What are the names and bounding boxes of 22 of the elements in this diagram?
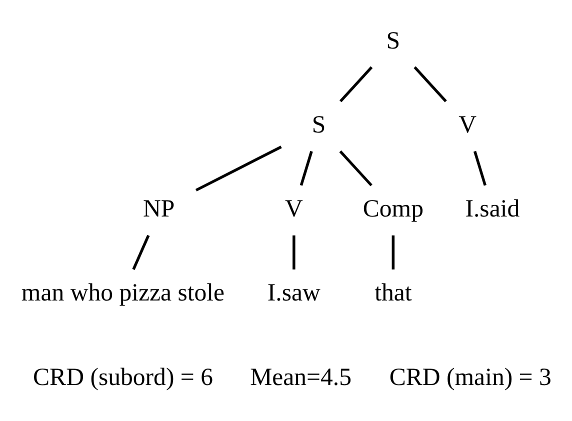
connector: [339, 150, 372, 186]
node-text: V: [458, 111, 477, 138]
node-text: V: [284, 196, 303, 223]
node-text: man who pizza stole: [21, 280, 225, 307]
label: Mean=4.5: [250, 364, 352, 391]
connector: [300, 150, 313, 186]
connector: [292, 235, 296, 270]
node-text: I.said: [465, 196, 520, 223]
node-text: NP: [142, 196, 175, 223]
connector: [132, 234, 150, 270]
label: CRD (subord) = 6: [33, 364, 213, 391]
node-text: S: [312, 111, 326, 138]
connector: [473, 150, 486, 186]
label: CRD (main) = 3: [389, 364, 552, 391]
connector: [392, 235, 395, 270]
connector: [414, 66, 447, 102]
node-text: that: [374, 280, 412, 307]
connector: [339, 66, 373, 102]
node-text: I.saw: [267, 280, 320, 307]
connector: [195, 146, 282, 192]
node-text: S: [386, 27, 400, 54]
node-text: Comp: [362, 196, 424, 223]
